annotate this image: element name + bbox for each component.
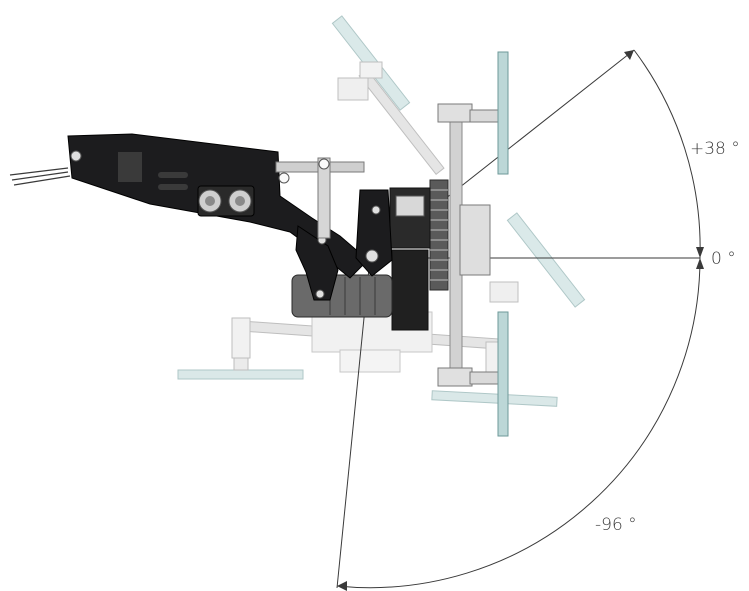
arrowhead-upper	[624, 50, 634, 60]
arrowheads	[337, 50, 704, 591]
ultrasonic-sensor	[197, 185, 255, 217]
arc-upper	[633, 49, 701, 259]
angle-label-zero: 0 °	[711, 249, 736, 269]
arrowhead-lower	[337, 581, 347, 591]
pad-upper	[497, 51, 509, 175]
arrowhead-zero-bottom	[696, 258, 704, 269]
angle-label-upper: +38 °	[690, 139, 740, 159]
motor-body	[291, 274, 393, 318]
pad-lower	[497, 311, 509, 437]
angle-label-lower: -96 °	[595, 515, 637, 535]
gripper-main	[9, 51, 509, 437]
arm-wrist-link	[355, 189, 393, 277]
arrowhead-zero-top	[696, 247, 704, 258]
gear-column	[429, 179, 449, 291]
arm-elbow-link	[295, 225, 339, 301]
arc-lower	[336, 257, 701, 589]
ghost-upper-position	[331, 15, 586, 308]
